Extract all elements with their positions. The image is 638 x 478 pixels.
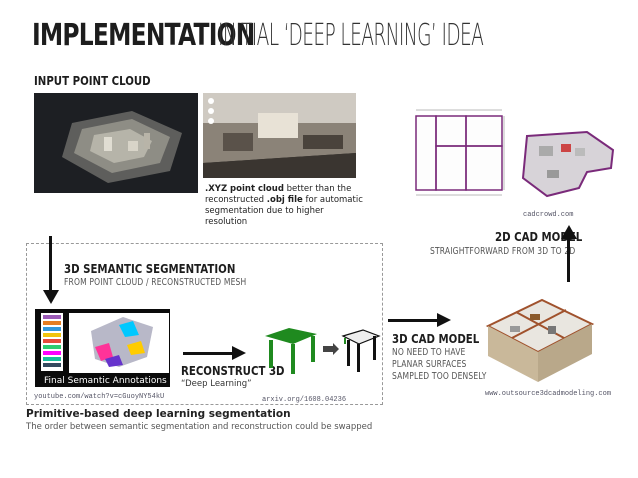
footer-heading: Primitive-based deep learning segmentati… [26, 408, 291, 420]
arxiv-caption: arxiv.org/1608.04236 [262, 396, 347, 404]
xyz-note-text-2: for automatic segmentation due to higher… [205, 195, 363, 227]
title-bold: IMPLEMENTATION [32, 18, 255, 53]
point-cloud-dollhouse-image [34, 93, 198, 193]
outsource-caption: www.outsource3dcadmodeling.com [485, 390, 612, 398]
point-cloud-interior-image [203, 93, 356, 178]
floorplan-3d-drawing [521, 130, 615, 198]
xyz-note: .XYZ point cloud better than the reconst… [205, 184, 365, 228]
semantic-annotation-drawing [35, 309, 170, 387]
cad-2d-subheading: STRAIGHTFORWARD FROM 3D TO 2D [430, 246, 576, 257]
xyz-note-text-1: better than the reconstructed [205, 184, 352, 205]
footer-text: The order between semantic segmentation … [26, 422, 373, 432]
floorplan-3d-image [517, 126, 617, 201]
semantic-seg-heading: 3D SEMANTIC SEGMENTATION [64, 262, 236, 276]
floorplan-2d-drawing [415, 109, 505, 196]
reconstruct-subheading: “Deep Learning” [181, 379, 252, 389]
title-light: INITIAL ‘DEEP LEARNING’ IDEA [218, 18, 484, 53]
cadcrowd-caption: cadcrowd.com [523, 211, 574, 219]
floorplan-2d-image [412, 108, 507, 198]
xyz-note-bold-1: .XYZ point cloud [205, 184, 284, 194]
up-arrow-shaft [567, 238, 570, 282]
reconstruct-arrow-shaft [183, 352, 235, 355]
semantic-annotation-label: Final Semantic Annotations [44, 376, 167, 386]
reconstructed-table-drawing [265, 328, 381, 374]
reconstruct-heading: RECONSTRUCT 3D [181, 364, 285, 378]
semantic-seg-subheading: FROM POINT CLOUD / RECONSTRUCTED MESH [64, 277, 247, 288]
cad-3d-heading: 3D CAD MODEL [392, 332, 480, 346]
down-arrow-shaft [49, 236, 52, 293]
semantic-annotation-image [35, 309, 170, 387]
cad-3d-line-2: PLANAR SURFACES [392, 359, 467, 370]
xyz-note-bold-2: .obj file [266, 195, 303, 205]
cad-3d-arrow-head [437, 313, 451, 327]
youtube-caption: youtube.com/watch?v=cGuoyNY54kU [34, 393, 165, 401]
deep-learning-dashed-box [26, 243, 383, 405]
input-point-cloud-heading: INPUT POINT CLOUD [34, 74, 151, 88]
point-cloud-dollhouse-drawing [34, 93, 198, 193]
cad-2d-heading: 2D CAD MODEL [495, 230, 583, 244]
cad-3d-line-3: SAMPLED TOO DENSELY [392, 371, 487, 382]
cad-3d-arrow-shaft [388, 319, 440, 322]
down-arrow-head [43, 290, 59, 304]
point-cloud-interior-drawing [203, 93, 356, 178]
reconstruct-arrow-head [232, 346, 246, 360]
up-arrow-head [561, 225, 577, 239]
reconstructed-table-image [259, 318, 381, 382]
cad-3d-model-image [482, 296, 596, 386]
cad-3d-model-drawing [485, 298, 595, 382]
cad-3d-line-1: NO NEED TO HAVE [392, 347, 466, 358]
